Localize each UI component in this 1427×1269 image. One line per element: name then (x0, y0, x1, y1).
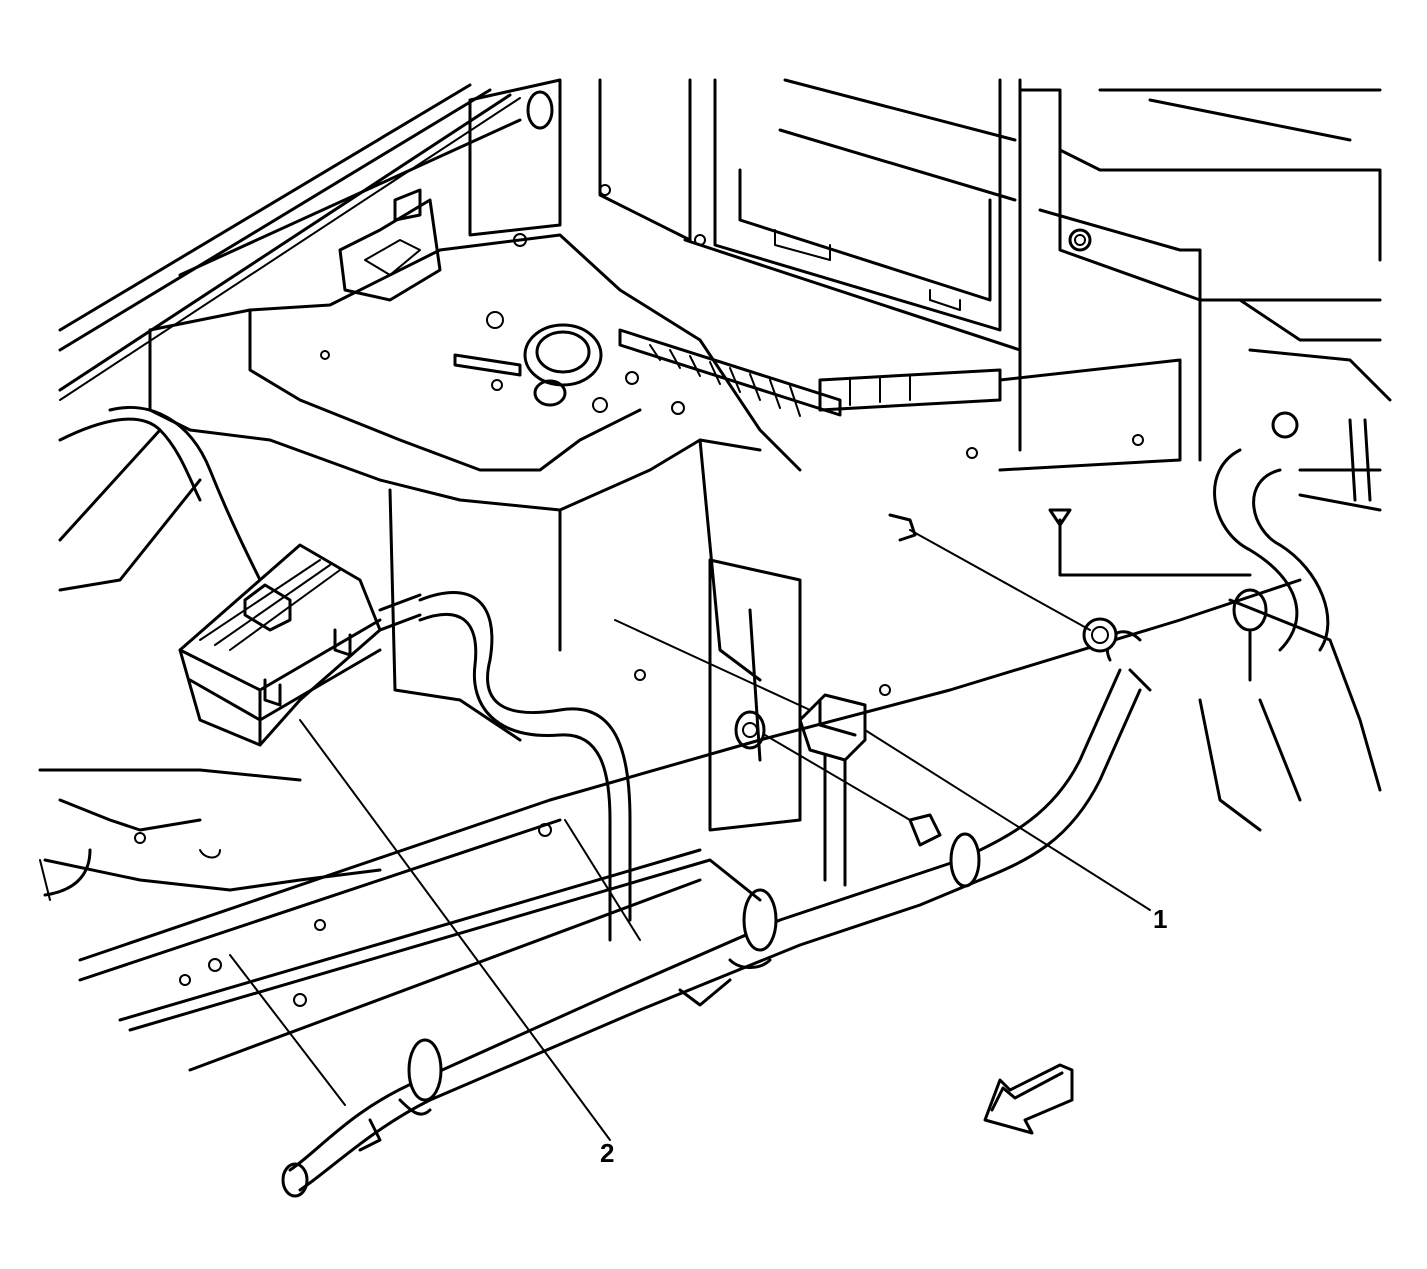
left-harness-bracket (38, 406, 382, 901)
main-harness (281, 591, 1152, 1198)
battery-tray (468, 78, 1022, 352)
frame-rails (58, 83, 522, 401)
callout-number-2: 2 (600, 1138, 615, 1168)
vent-grille (618, 328, 1002, 417)
crossmember (148, 188, 802, 742)
right-harness (1213, 448, 1382, 682)
front-direction-arrow-icon (983, 1063, 1074, 1135)
fasteners (888, 513, 1118, 847)
connector-branch (798, 693, 867, 887)
right-structure (966, 88, 1392, 832)
leader-lines (229, 529, 1151, 1141)
lower-frame-rail (78, 558, 1302, 1072)
callout-number-1: 1 (1153, 904, 1168, 934)
control-module (178, 543, 422, 747)
